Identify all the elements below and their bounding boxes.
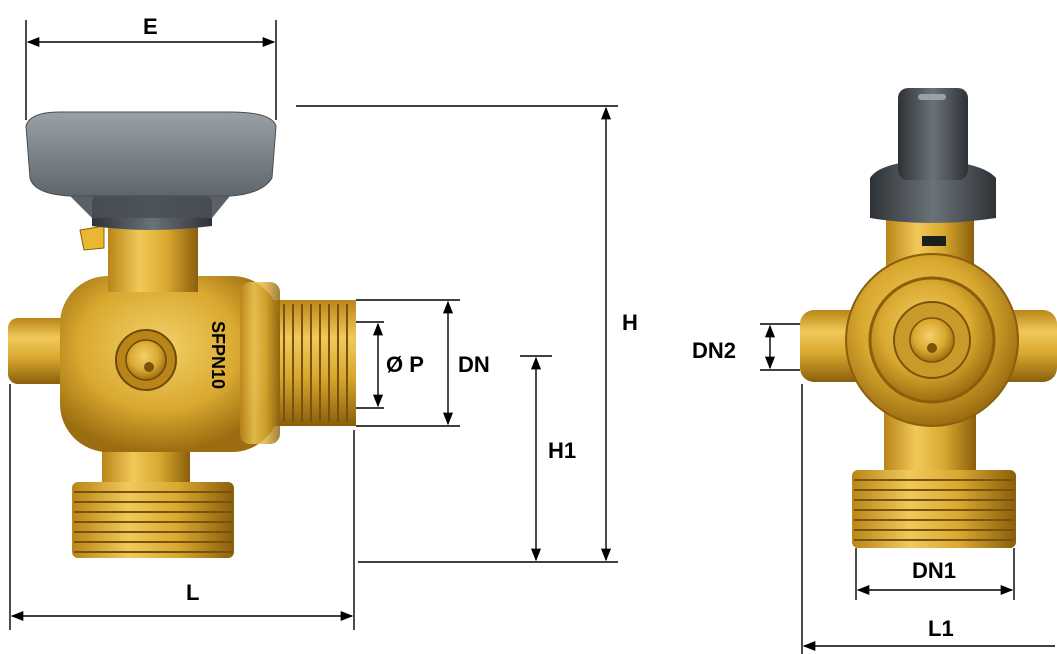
- dim-label-DN1: DN1: [912, 558, 956, 583]
- front-bottom-threads: [852, 470, 1016, 548]
- dim-label-DN: DN: [458, 352, 490, 377]
- front-port: [845, 253, 1019, 427]
- dim-label-DN2: DN2: [692, 338, 736, 363]
- body-marking: SFPN10: [208, 321, 228, 389]
- valve-handle: [25, 111, 277, 197]
- dim-label-L1: L1: [928, 616, 954, 641]
- side-view: SFPN10: [8, 111, 356, 558]
- dim-label-L: L: [186, 580, 199, 605]
- front-handle: [898, 88, 968, 180]
- dimension-lines: [9, 20, 1055, 654]
- dim-label-E: E: [143, 14, 158, 39]
- dim-label-H1: H1: [548, 438, 576, 463]
- dim-label-P: Ø P: [386, 352, 424, 377]
- side-port: [115, 329, 177, 391]
- dim-label-H: H: [622, 310, 638, 335]
- front-view: [800, 88, 1057, 548]
